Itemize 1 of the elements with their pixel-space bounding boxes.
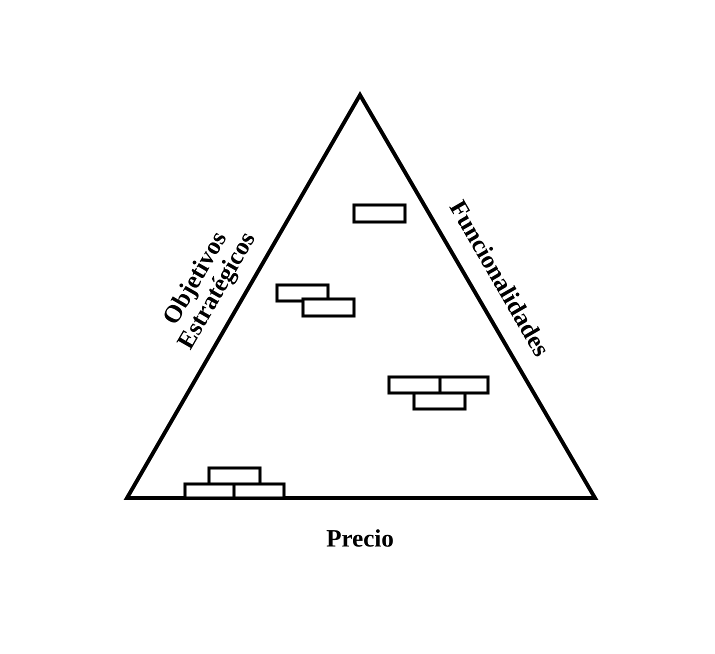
side-label: Precio [326, 529, 393, 547]
